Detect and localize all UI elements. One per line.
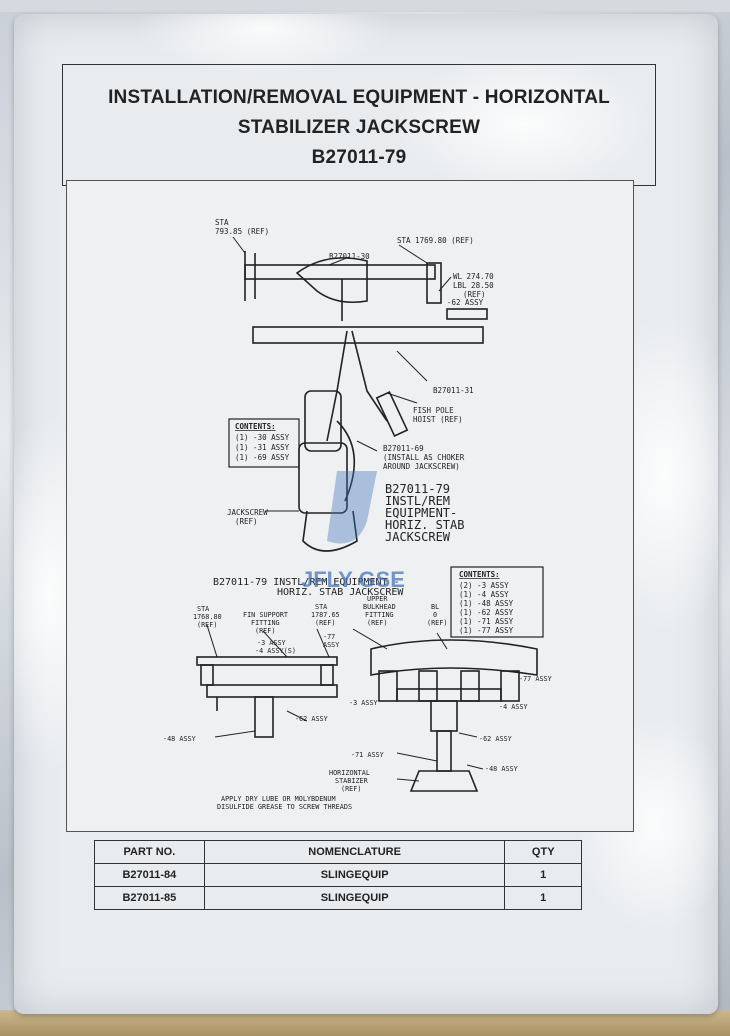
cell-nomenclature: SLINGEQUIP xyxy=(203,863,506,887)
lbl-upper-4: (REF) xyxy=(367,619,387,627)
lbl-bl-ref: (REF) xyxy=(427,619,447,627)
contents-left-item: (1) -69 ASSY xyxy=(235,453,290,462)
contents-left-item: (1) -30 ASSY xyxy=(235,433,290,442)
lbl-bl: BL xyxy=(431,603,439,611)
lbl-assy-71: -71 ASSY xyxy=(351,751,384,759)
lbl-assy-31: B27011-31 xyxy=(433,386,474,395)
parts-table: PART NO. NOMENCLATURE QTY B27011-84 SLIN… xyxy=(94,840,582,910)
lbl-jackscrew-ref: (REF) xyxy=(235,517,258,526)
contents-right-item: (1) -71 ASSY xyxy=(459,617,514,626)
lbl-sta-b: STA xyxy=(315,603,327,611)
lbl-sta-b-ref: (REF) xyxy=(315,619,335,627)
table-header-row: PART NO. NOMENCLATURE QTY xyxy=(94,840,582,864)
mid-caption-part: B27011-79 xyxy=(385,482,450,496)
contents-right-item: (1) -48 ASSY xyxy=(459,599,514,608)
cell-part-no: B27011-85 xyxy=(94,886,205,910)
frame-top xyxy=(0,0,730,12)
lbl-sta-left: STA xyxy=(215,218,229,227)
lbl-choker-2: AROUND JACKSCREW) xyxy=(383,462,460,471)
lbl-assy-4a: -4 ASSY(S) xyxy=(255,647,296,655)
lbl-assy-3a: -3 ASSY xyxy=(257,639,286,647)
title-line-2: STABILIZER JACKSCREW xyxy=(237,117,481,138)
section-caption-1: B27011-79 INSTL/REM EQUIPMENT - xyxy=(213,577,400,588)
lbl-bl-value: 0 xyxy=(433,611,437,619)
section-caption-2: HORIZ. STAB JACKSCREW xyxy=(277,587,404,598)
contents-left-item: (1) -31 ASSY xyxy=(235,443,290,452)
contents-left-title: CONTENTS: xyxy=(235,422,276,431)
lbl-sta-right: STA 1769.80 (REF) xyxy=(397,236,474,245)
lbl-ref: (REF) xyxy=(463,290,486,299)
mid-caption-line2: EQUIPMENT- xyxy=(385,506,457,520)
lbl-assy-62-top: -62 ASSY xyxy=(447,298,484,307)
lbl-sta-b-value: 1787.65 xyxy=(311,611,340,619)
header-qty: QTY xyxy=(504,840,582,864)
lbl-sta-a: STA xyxy=(197,605,209,613)
bar-31 xyxy=(252,326,484,344)
lbl-upper-2: BULKHEAD xyxy=(363,603,396,611)
contents-right-item: (2) -3 ASSY xyxy=(459,581,509,590)
contents-right-item: (1) -4 ASSY xyxy=(459,590,509,599)
lbl-choker-1: (INSTALL AS CHOKER xyxy=(383,453,465,462)
lbl-jackscrew: JACKSCREW xyxy=(227,508,268,517)
lbl-upper-1: UPPER xyxy=(367,595,388,603)
lbl-assy-4b: -4 ASSY xyxy=(499,703,528,711)
watermark-text: JFLY GSE xyxy=(301,567,405,591)
cell-nomenclature: SLINGEQUIP xyxy=(203,886,506,910)
lbl-lbl: LBL 28.50 xyxy=(453,281,494,290)
header-part-no: PART NO. xyxy=(94,840,205,864)
table-row: B27011-85 SLINGEQUIP 1 xyxy=(94,886,582,910)
lbl-sta-a-value: 1768.80 xyxy=(193,613,222,621)
lbl-sta-a-ref: (REF) xyxy=(197,621,217,629)
mid-caption-line1: INSTL/REM xyxy=(385,494,450,508)
cell-qty: 1 xyxy=(504,886,582,910)
technical-diagram: STA 793.85 (REF) STA 1769.80 (REF) B2701… xyxy=(66,180,634,832)
lbl-assy-48a: -48 ASSY xyxy=(163,735,196,743)
mid-caption-line4: JACKSCREW xyxy=(385,530,451,544)
contents-right-item: (1) -77 ASSY xyxy=(459,626,514,635)
cell-part-no: B27011-84 xyxy=(94,863,205,887)
mid-caption-line3: HORIZ. STAB xyxy=(385,518,464,532)
lbl-horiz-2: STABIZER xyxy=(335,777,369,785)
lbl-fish-pole: FISH POLE xyxy=(413,406,454,415)
lbl-note-2: DISULFIDE GREASE TO SCREW THREADS xyxy=(217,803,352,811)
laminated-sheet: INSTALLATION/REMOVAL EQUIPMENT - HORIZON… xyxy=(14,14,718,1014)
lbl-fin-support-2: FITTING xyxy=(251,619,280,627)
jfly-gse-watermark: JFLY GSE xyxy=(301,471,405,591)
lbl-horiz-3: (REF) xyxy=(341,785,361,793)
title-part-number: B27011-79 xyxy=(311,147,407,168)
lbl-hoist: HOIST (REF) xyxy=(413,415,463,424)
lbl-upper-3: FITTING xyxy=(365,611,394,619)
lbl-assy-69: B27011-69 xyxy=(383,444,424,453)
cell-qty: 1 xyxy=(504,863,582,887)
title-line-1: INSTALLATION/REMOVAL EQUIPMENT - HORIZON… xyxy=(108,87,610,108)
beam-30 xyxy=(244,264,436,280)
lbl-note-1: APPLY DRY LUBE OR MOLYBDENUM xyxy=(221,795,336,803)
lbl-wl: WL 274.70 xyxy=(453,272,494,281)
title-block: INSTALLATION/REMOVAL EQUIPMENT - HORIZON… xyxy=(62,64,656,186)
lbl-fin-support-3: (REF) xyxy=(255,627,275,635)
lbl-fin-support-1: FIN SUPPORT xyxy=(243,611,288,619)
lbl-assy-62a: -62 ASSY xyxy=(295,715,328,723)
lbl-assy-3b: -3 ASSY xyxy=(349,699,378,707)
lbl-sta-left-value: 793.85 (REF) xyxy=(215,227,269,236)
diagram-drawing: STA 793.85 (REF) STA 1769.80 (REF) B2701… xyxy=(163,218,552,811)
lbl-assy-77: -77 xyxy=(323,633,335,641)
lbl-assy-77b: ASSY xyxy=(323,641,339,649)
lbl-assy-30: B27011-30 xyxy=(329,252,370,261)
header-nomenclature: NOMENCLATURE xyxy=(203,840,506,864)
lbl-assy-62b: -62 ASSY xyxy=(479,735,512,743)
contents-right-item: (1) -62 ASSY xyxy=(459,608,514,617)
wood-frame-bottom xyxy=(0,1010,730,1036)
lbl-assy-77c: -77 ASSY xyxy=(519,675,552,683)
lbl-horiz-1: HORIZONTAL xyxy=(329,769,370,777)
table-row: B27011-84 SLINGEQUIP 1 xyxy=(94,863,582,887)
lbl-assy-48b: -48 ASSY xyxy=(485,765,518,773)
contents-right-title: CONTENTS: xyxy=(459,570,500,579)
